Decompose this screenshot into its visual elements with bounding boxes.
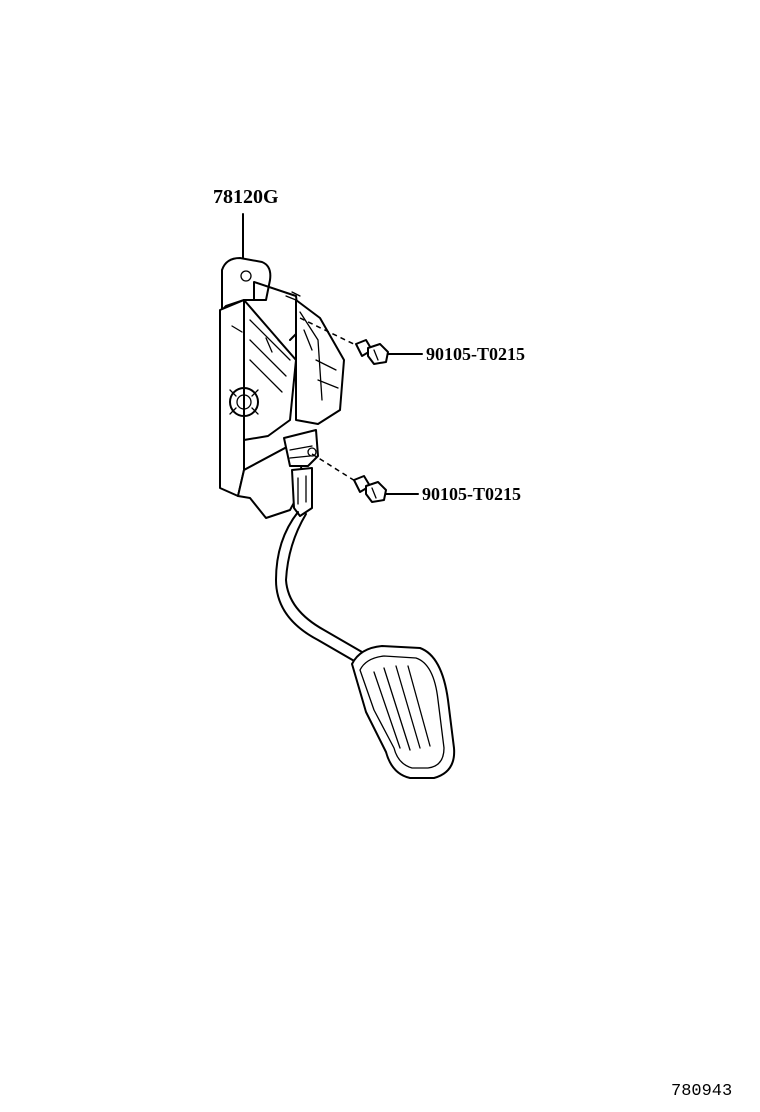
figure-number: 780943 bbox=[671, 1082, 732, 1101]
part-label-pedal-assembly[interactable]: 78120G bbox=[213, 186, 279, 208]
bolt-upper-drawing bbox=[299, 317, 389, 365]
part-label-bolt-lower[interactable]: 90105-T0215 bbox=[422, 484, 521, 504]
part-label-bolt-upper[interactable]: 90105-T0215 bbox=[426, 344, 525, 364]
accelerator-pedal-assembly-drawing bbox=[219, 257, 456, 779]
bolt-lower-drawing bbox=[311, 453, 387, 503]
